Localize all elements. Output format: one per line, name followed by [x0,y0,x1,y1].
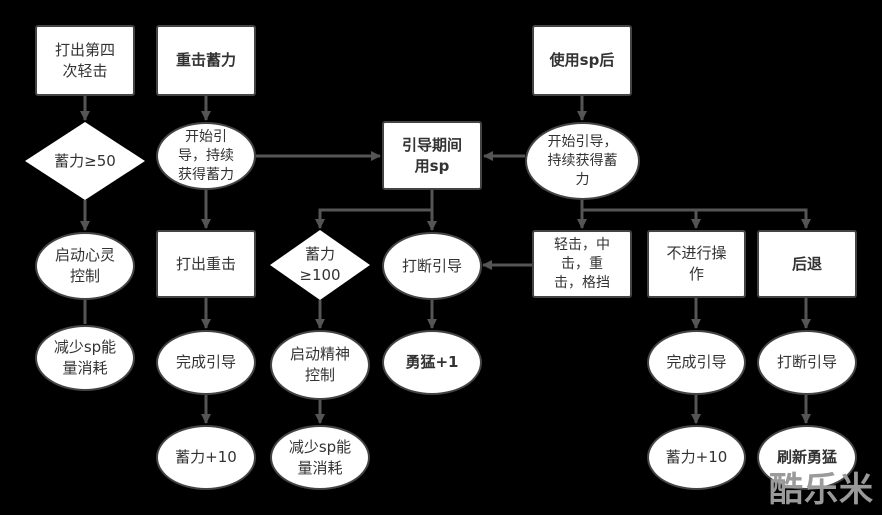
watermark-logo: 酷乐米 [769,470,874,510]
decision-charge-ge50: 蓄力≥50 [25,122,145,200]
decision-charge-ge100: 蓄力 ≥100 [270,230,370,300]
decision-label: 蓄力≥50 [54,151,116,170]
node-reduce-sp-mid: 减少sp能 量消耗 [270,425,370,490]
node-complete-channel-left: 完成引导 [156,330,256,395]
node-attack-or-block: 轻击，中 击，重 击，格挡 [532,230,632,298]
node-use-sp-during: 引导期间 用sp [382,121,482,190]
node-start-channel-left: 开始引 导，持续 获得蓄力 [156,122,256,190]
node-mind-control: 启动心灵 控制 [35,232,135,300]
decision-label: 蓄力 ≥100 [299,245,341,284]
node-charge-plus10-left: 蓄力+10 [156,425,256,490]
node-spirit-control: 启动精神 控制 [270,330,370,400]
node-start-channel-right: 开始引导， 持续获得蓄 力 [525,122,640,200]
node-fourth-light: 打出第四 次轻击 [35,25,135,96]
node-retreat: 后退 [757,230,857,298]
node-reduce-sp-left: 减少sp能 量消耗 [35,325,135,391]
edge [315,190,434,229]
node-heavy-strike: 打出重击 [156,230,256,298]
node-after-sp: 使用sp后 [532,25,632,96]
edge [580,200,811,229]
node-complete-channel-right: 完成引导 [647,330,746,395]
node-valor-plus1: 勇猛+1 [382,330,482,395]
node-interrupt-mid: 打断引导 [382,232,482,300]
node-interrupt-right: 打断引导 [757,330,857,395]
node-refresh-valor: 刷新勇猛 [757,425,857,490]
node-no-action: 不进行操 作 [647,230,746,298]
node-heavy-charge: 重击蓄力 [156,25,256,96]
node-charge-plus10-right: 蓄力+10 [647,425,746,490]
